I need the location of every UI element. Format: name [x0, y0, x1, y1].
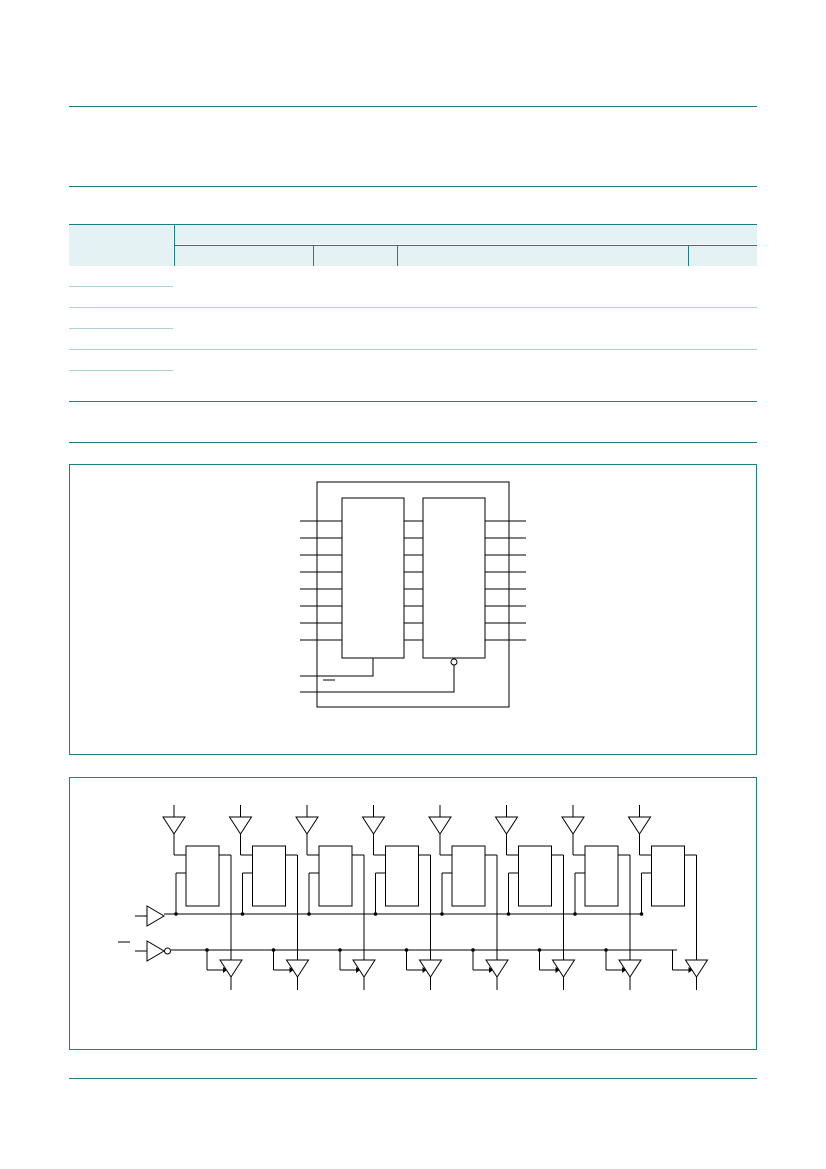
fig2-le-junction [639, 912, 644, 916]
fig2-le-junction [440, 912, 444, 916]
fig2-output-buffer [418, 959, 443, 978]
fig2-le-junction [307, 912, 311, 916]
fig2-output-buffer [352, 959, 376, 978]
fig2-input-buffer [295, 816, 319, 835]
fig2-oe-junction [338, 948, 342, 952]
fig2-oe-arrow [489, 967, 493, 973]
table-top-rule [69, 224, 757, 225]
fig2-oe-buffer [146, 940, 165, 962]
fig2-output-buffer [485, 959, 509, 978]
header-bottom-rule [69, 186, 757, 187]
fig1-le-line [300, 658, 374, 677]
fig2-input-buffer [561, 816, 585, 835]
table-col-divider-4 [688, 246, 689, 266]
fig2-output-buffer [285, 959, 310, 978]
fig2-input-buffer [428, 816, 452, 835]
fig2-le-junction [573, 912, 577, 916]
fig2-le-junction [506, 912, 511, 916]
header-top-rule [69, 106, 757, 107]
fig2-oe-arrow [622, 967, 626, 973]
footer-rule [69, 1078, 757, 1079]
fig2-le-junction [373, 912, 378, 916]
fig2-output-buffer [551, 959, 576, 978]
fig2-latch-box [584, 845, 619, 907]
figure-1-frame [69, 464, 757, 755]
fig2-oe-junction [604, 948, 608, 952]
table-col-divider-1 [174, 225, 175, 266]
table-header-group-row [175, 225, 757, 244]
table-bottom-rule [69, 401, 757, 402]
fig2-latch-box [651, 845, 685, 907]
fig2-oe-junction [205, 948, 209, 952]
fig2-latch-box [252, 845, 286, 907]
fig1-link-lines [404, 520, 423, 641]
fig2-oe-arrow [356, 967, 360, 973]
fig1-buffer-block [422, 497, 486, 659]
table-col-divider-2 [313, 246, 314, 266]
fig2-latch-box [185, 845, 220, 907]
table-row-rule-1a [69, 286, 173, 287]
table-row-rule-3a [69, 370, 173, 371]
fig2-latch-box [518, 845, 552, 907]
fig2-le-junction [240, 912, 245, 916]
fig2-le-buffer [146, 905, 165, 927]
table-row-rule-2a [69, 328, 173, 329]
fig2-output-buffer [618, 959, 642, 978]
fig2-oe-junction [271, 948, 276, 952]
fig2-oe-junction [404, 948, 409, 952]
fig1-oe-bubble [450, 658, 458, 666]
fig2-latch-box [451, 845, 486, 907]
fig2-oe-junction [537, 948, 542, 952]
fig1-outer-frame [316, 481, 510, 708]
fig2-latch-box [385, 845, 419, 907]
fig2-le-junction [174, 912, 178, 916]
fig2-oe-arrow [688, 967, 693, 973]
fig2-oe-arrow [422, 967, 427, 973]
fig2-input-buffer [361, 816, 386, 835]
figure-2-frame [69, 777, 757, 1050]
fig1-input-lines [300, 520, 342, 641]
fig1-oe-line [300, 665, 455, 693]
fig2-input-buffer [162, 816, 186, 835]
fig2-input-buffer [627, 816, 652, 835]
fig2-input-buffer [228, 816, 253, 835]
fig2-oe-junction [471, 948, 475, 952]
fig2-oe-arrow [555, 967, 560, 973]
fig2-latch-box [318, 845, 353, 907]
table-row-rule-1 [69, 307, 757, 308]
table-header-divider [175, 245, 757, 246]
table-header-first-col [69, 225, 173, 266]
section-heading-rule [69, 442, 757, 443]
fig1-output-lines [485, 520, 526, 641]
table-header-sub-row [175, 246, 757, 266]
table-col-divider-3 [397, 246, 398, 266]
fig2-oe-bubble [164, 947, 171, 955]
fig2-output-buffer [219, 959, 243, 978]
fig2-output-buffer [684, 959, 709, 978]
fig2-oe-arrow [223, 967, 227, 973]
fig2-oe-arrow [289, 967, 294, 973]
table-row-rule-2 [69, 349, 757, 350]
fig2-input-buffer [494, 816, 519, 835]
